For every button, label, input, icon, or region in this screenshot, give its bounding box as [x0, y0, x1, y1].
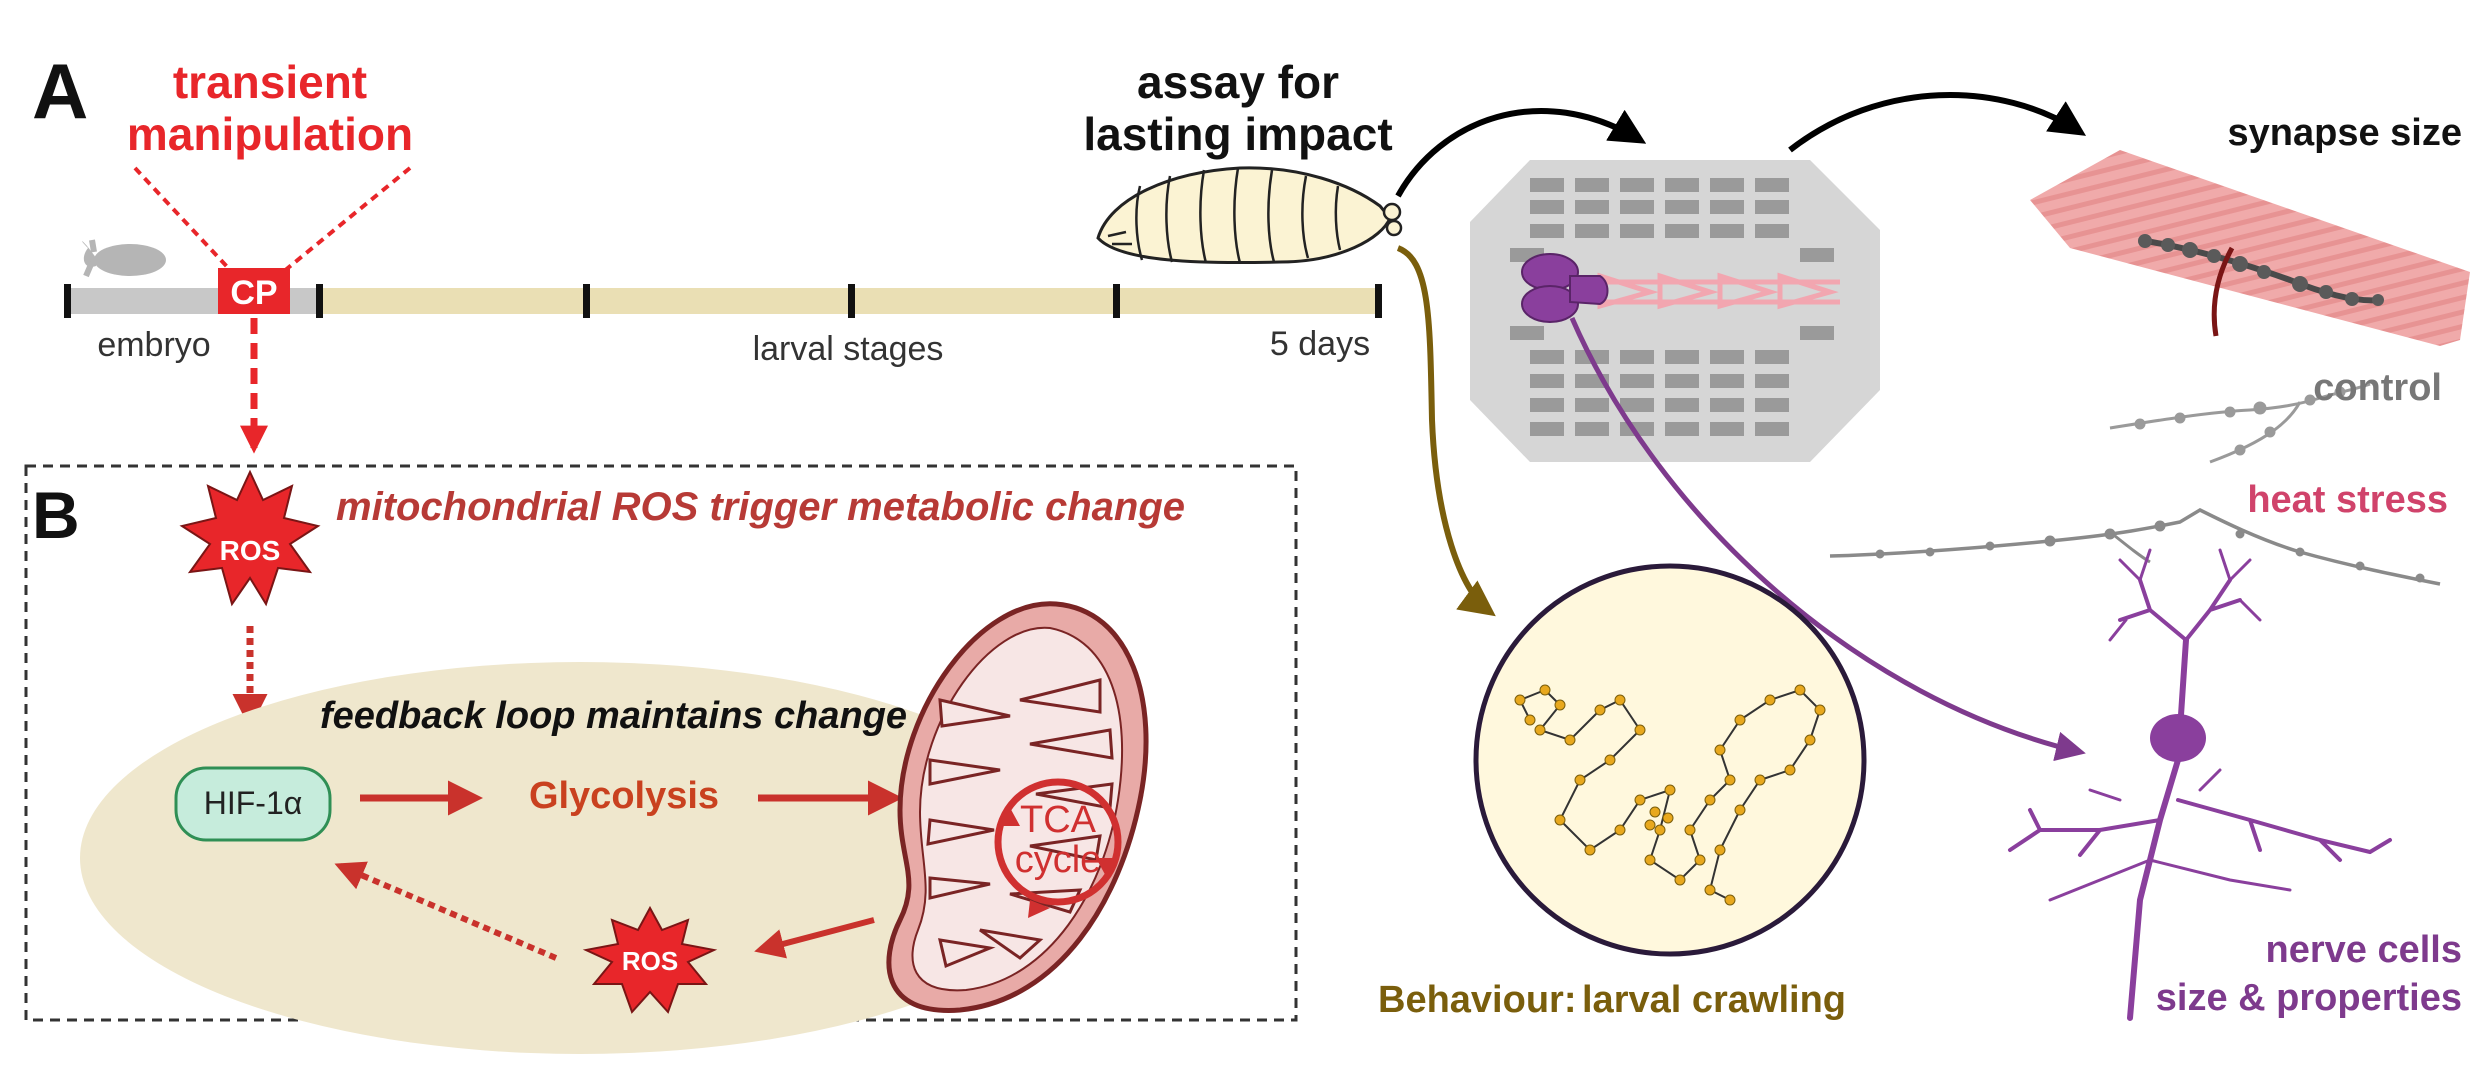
- muscle-synapse-image: [2030, 150, 2470, 346]
- assay-title-line2: lasting impact: [1083, 108, 1392, 160]
- cp-box: [218, 268, 290, 314]
- timeline-ticks: [64, 284, 1382, 318]
- behaviour-label: Behaviour:: [1378, 979, 1576, 1021]
- timeline: [64, 284, 1382, 318]
- mito-to-ros-arrow: [754, 917, 875, 959]
- ros-top-label: ROS: [220, 535, 281, 566]
- dissected-larva-icon: [1470, 160, 1880, 462]
- arrow-to-behaviour: [1396, 245, 1496, 617]
- mito-ros-title: mitochondrial ROS trigger metabolic chan…: [336, 485, 1185, 529]
- tca-label-line2: cycle: [1015, 839, 1102, 881]
- panel-a-letter: A: [32, 47, 88, 135]
- embryo-label: embryo: [97, 326, 210, 364]
- nerve-cell-soma: [2150, 714, 2206, 762]
- embryo-icon: [82, 239, 166, 278]
- arrow-to-dissection: [1395, 107, 1647, 198]
- arrow-to-synapse: [1788, 92, 2087, 153]
- tca-cycle-arrowheads: [998, 804, 1118, 918]
- manipulation-dashed-lines: [133, 166, 412, 274]
- tca-cycle-ring: [994, 778, 1122, 906]
- larval-crawling-label: larval crawling: [1582, 979, 1846, 1021]
- nerve-cells-label-line1: nerve cells: [2266, 929, 2462, 971]
- manipulation-title-line1: transient: [173, 56, 367, 108]
- hif-label: HIF-1α: [204, 785, 303, 821]
- panel-b-letter: B: [32, 478, 80, 552]
- arrow-to-nerve-cells: [1569, 317, 2086, 762]
- synapse-size-label: synapse size: [2228, 112, 2462, 154]
- assay-title-line1: assay for: [1137, 56, 1339, 108]
- crawling-track-circle: [1473, 563, 1867, 957]
- ros-bottom-label: ROS: [622, 946, 678, 976]
- ros-burst-top-icon: [179, 469, 321, 607]
- five-days-label: 5 days: [1270, 325, 1370, 363]
- feedback-title: feedback loop maintains change: [320, 695, 907, 737]
- control-label: control: [2313, 367, 2442, 409]
- ros-to-hif-feedback-arrow: [334, 861, 558, 961]
- mitochondrion-icon: [886, 601, 1149, 1013]
- tca-label-line1: TCA: [1020, 799, 1097, 841]
- ros-burst-bottom-icon: [582, 905, 718, 1014]
- control-synapse-image: [2109, 382, 2371, 464]
- nerve-cell-image: [2008, 548, 2392, 1021]
- larva-icon: [1096, 166, 1403, 265]
- panel-b-frame: [24, 464, 1298, 1022]
- nerve-cells-label-line2: size & properties: [2156, 977, 2462, 1019]
- larval-stages-label: larval stages: [753, 330, 944, 368]
- crawling-track-points: [1514, 684, 1826, 906]
- glycolysis-label: Glycolysis: [529, 775, 719, 817]
- cp-label: CP: [230, 274, 277, 312]
- hif-box: [174, 766, 332, 842]
- manipulation-title-line2: manipulation: [127, 108, 413, 160]
- cell-body: [80, 662, 1080, 1054]
- heat-stress-label: heat stress: [2247, 479, 2448, 521]
